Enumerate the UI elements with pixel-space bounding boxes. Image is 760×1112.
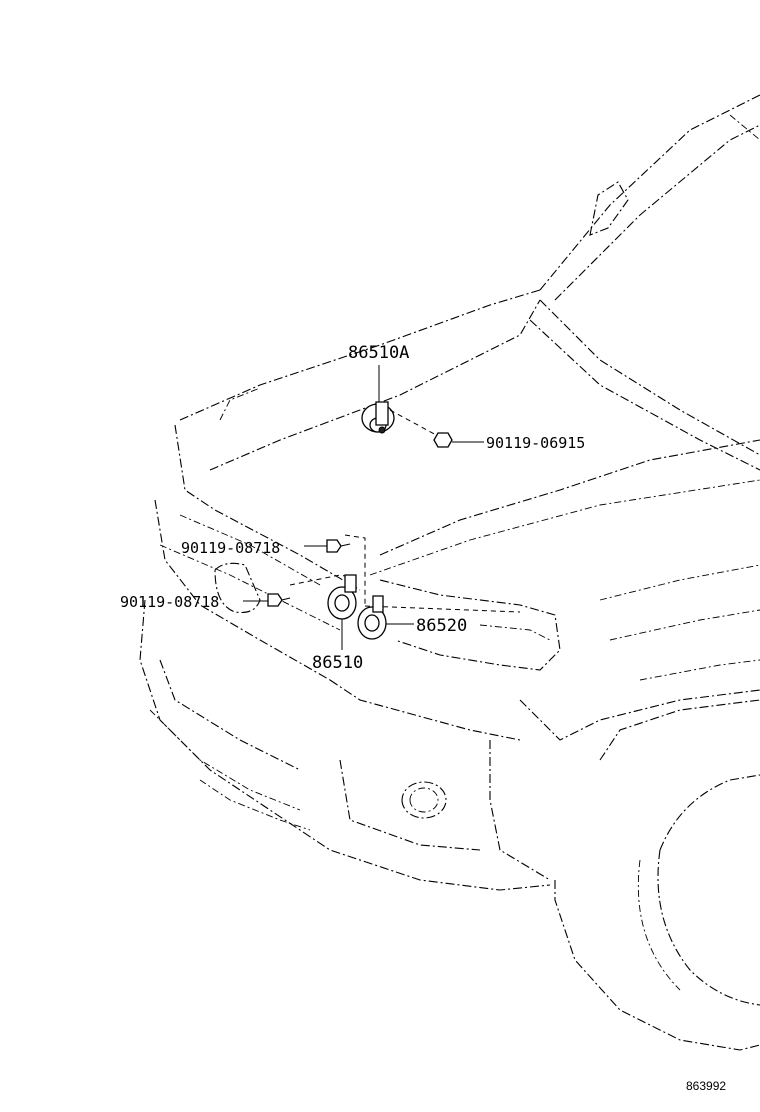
horn-86510 — [327, 574, 357, 650]
callout-90119-06915: 90119-06915 — [486, 434, 585, 452]
bolt-90119-08718-bottom — [243, 593, 291, 607]
horn-86520 — [357, 595, 414, 640]
vehicle-outline — [139, 94, 760, 1051]
callout-86520: 86520 — [416, 616, 467, 636]
callout-90119-08718-top: 90119-08718 — [181, 539, 280, 557]
callout-86510: 86510 — [312, 653, 363, 673]
bolt-90119-08718-top — [304, 539, 351, 553]
bolt-90119-06915 — [433, 432, 484, 448]
horn-86510a — [361, 365, 395, 434]
callout-86510a: 86510A — [348, 343, 409, 363]
callout-90119-08718-bottom: 90119-08718 — [120, 593, 219, 611]
diagram-id: 863992 — [686, 1079, 726, 1093]
